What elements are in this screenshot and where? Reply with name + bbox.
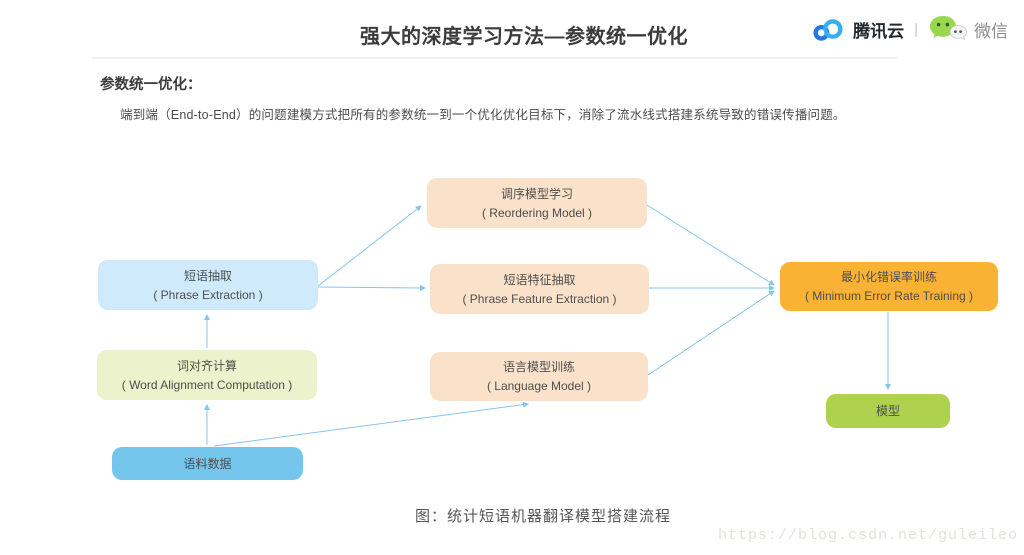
figure-caption: 图：统计短语机器翻译模型搭建流程 — [414, 508, 672, 525]
node-subtitle: ( Minimum Error Rate Training ) — [804, 289, 974, 303]
tencent-cloud-icon — [809, 16, 847, 43]
node-title: 短语抽取 — [183, 268, 232, 283]
node-subtitle: ( Phrase Extraction ) — [153, 287, 263, 302]
node-minimum-error-rate-training: 最小化错误率训练 ( Minimum Error Rate Training ) — [780, 262, 998, 311]
brand-header: 腾讯云 | 微信 — [809, 14, 1008, 44]
node-phrase-extraction: 短语抽取 ( Phrase Extraction ) — [98, 260, 318, 310]
node-reordering-model: 调序模型学习 ( Reordering Model ) — [427, 178, 647, 228]
node-word-alignment-computation: 词对齐计算 ( Word Alignment Computation ) — [97, 350, 317, 400]
section-body-text: 端到端（End-to-End）的问题建模方式把所有的参数统一到一个优化优化目标下… — [120, 108, 846, 122]
node-subtitle: ( Language Model ) — [486, 379, 592, 393]
wechat-label: 微信 — [974, 21, 1008, 41]
tencent-cloud-label: 腾讯云 — [853, 21, 905, 41]
node-subtitle: ( Phrase Feature Extraction ) — [462, 291, 617, 306]
watermark-url: https://blog.csdn.net/guleileo — [717, 527, 1018, 544]
node-subtitle: ( Word Alignment Computation ) — [121, 377, 293, 392]
node-title: 短语特征抽取 — [503, 272, 576, 287]
page-title: 强大的深度学习方法—参数统一优化 — [360, 26, 688, 48]
node-title: 模型 — [875, 404, 900, 418]
node-corpus-data: 语料数据 — [112, 447, 303, 480]
node-model: 模型 — [826, 394, 950, 428]
node-subtitle: ( Reordering Model ) — [481, 205, 593, 220]
node-language-model: 语言模型训练 ( Language Model ) — [430, 352, 648, 401]
node-title: 调序模型学习 — [500, 186, 573, 201]
section-heading: 参数统一优化： — [100, 77, 202, 93]
title-divider — [92, 57, 897, 59]
wechat-icon — [928, 14, 968, 44]
node-title: 语言模型训练 — [502, 360, 575, 374]
brand-separator: | — [914, 20, 918, 38]
node-title: 词对齐计算 — [176, 358, 237, 373]
node-title: 语料数据 — [183, 456, 232, 471]
node-title: 最小化错误率训练 — [840, 270, 937, 284]
node-phrase-feature-extraction: 短语特征抽取 ( Phrase Feature Extraction ) — [430, 264, 649, 314]
